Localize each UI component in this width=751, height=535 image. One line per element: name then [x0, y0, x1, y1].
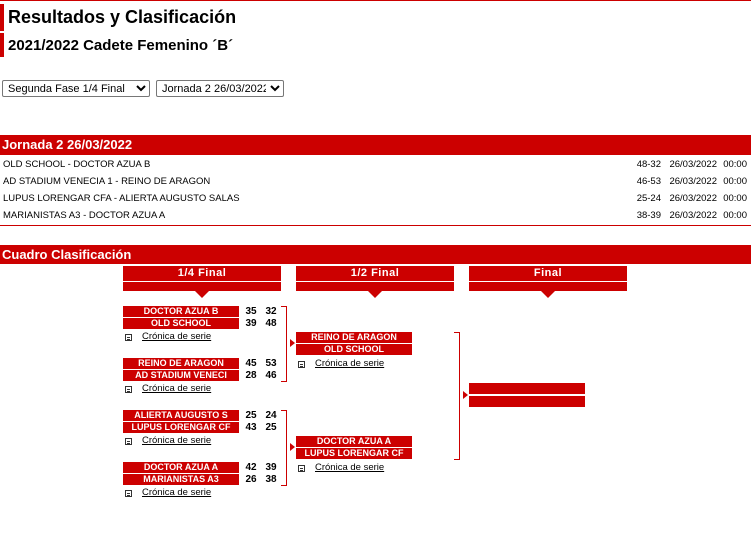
sf1-team1: REINO DE ARAGON — [296, 332, 412, 343]
round-arrow-icon — [195, 291, 209, 298]
round-header-bar — [469, 281, 627, 291]
bracket-arrow-icon — [290, 339, 295, 347]
qf4-team2: MARIANISTAS A3 — [123, 474, 239, 485]
match-row: OLD SCHOOL - DOCTOR AZUA B 48-32 26/03/2… — [0, 156, 751, 173]
qf2-team1-score-leg1: 45 — [245, 358, 257, 369]
match-time: 00:00 — [723, 159, 747, 170]
bracket-connector — [281, 410, 287, 411]
bracket-connector — [281, 381, 287, 382]
chronicle-link[interactable]: Crónica de serie — [315, 358, 385, 369]
qf1-team2-score-leg2: 48 — [265, 318, 277, 329]
qf1-team1: DOCTOR AZUA B — [123, 306, 239, 317]
sf2-team2: LUPUS LORENGAR CF — [296, 448, 412, 459]
bracket-heading: Cuadro Clasificación — [0, 245, 751, 264]
round-arrow-icon — [368, 291, 382, 298]
match-teams: LUPUS LORENGAR CFA - ALIERTA AUGUSTO SAL… — [3, 193, 240, 204]
chronicle-link[interactable]: Crónica de serie — [315, 462, 385, 473]
chronicle-icon[interactable] — [298, 465, 305, 472]
round-header-final: Final — [469, 266, 627, 281]
subtitle-accent-bar — [0, 33, 4, 57]
chronicle-icon[interactable] — [125, 386, 132, 393]
qf3-team2: LUPUS LORENGAR CF — [123, 422, 239, 433]
match-result: 25-24 — [636, 193, 661, 204]
qf2-team2-score-leg2: 46 — [265, 370, 277, 381]
final-team2 — [469, 396, 585, 407]
chronicle-icon[interactable] — [125, 490, 132, 497]
bracket-connector — [286, 410, 287, 486]
qf4-team1: DOCTOR AZUA A — [123, 462, 239, 473]
match-time: 00:00 — [723, 193, 747, 204]
match-teams: AD STADIUM VENECIA 1 - REINO DE ARAGON — [3, 176, 211, 187]
qf3-team2-score-leg2: 25 — [265, 422, 277, 433]
qf2-team2: AD STADIUM VENECI — [123, 370, 239, 381]
match-result: 38-39 — [636, 210, 661, 221]
match-row: LUPUS LORENGAR CFA - ALIERTA AUGUSTO SAL… — [0, 190, 751, 207]
bracket-connector — [454, 459, 460, 460]
round-header-bar — [296, 281, 454, 291]
qf4-team2-score-leg1: 26 — [245, 474, 257, 485]
jornada-bottom-divider — [0, 225, 751, 226]
match-row: AD STADIUM VENECIA 1 - REINO DE ARAGON 4… — [0, 173, 751, 190]
match-teams: MARIANISTAS A3 - DOCTOR AZUA A — [3, 210, 166, 221]
round-header-bar — [123, 281, 281, 291]
chronicle-link[interactable]: Crónica de serie — [142, 383, 212, 394]
jornada-heading: Jornada 2 26/03/2022 — [0, 135, 751, 155]
sf2-team1: DOCTOR AZUA A — [296, 436, 412, 447]
top-border — [0, 0, 751, 1]
match-row: MARIANISTAS A3 - DOCTOR AZUA A 38-39 26/… — [0, 207, 751, 224]
qf4-team1-score-leg1: 42 — [245, 462, 257, 473]
match-date: 26/03/2022 — [669, 176, 717, 187]
qf2-team1: REINO DE ARAGON — [123, 358, 239, 369]
bracket-connector — [281, 485, 287, 486]
bracket-connector — [286, 306, 287, 382]
qf2-team2-score-leg1: 28 — [245, 370, 257, 381]
chronicle-icon[interactable] — [298, 361, 305, 368]
chronicle-link[interactable]: Crónica de serie — [142, 435, 212, 446]
qf4-team1-score-leg2: 39 — [265, 462, 277, 473]
qf3-team1: ALIERTA AUGUSTO S — [123, 410, 239, 421]
match-time: 00:00 — [723, 210, 747, 221]
competition-subtitle: 2021/2022 Cadete Femenino ´B´ — [8, 37, 234, 54]
bracket-connector — [459, 332, 460, 460]
chronicle-link[interactable]: Crónica de serie — [142, 487, 212, 498]
qf3-team1-score-leg2: 24 — [265, 410, 277, 421]
title-accent-bar — [0, 4, 4, 31]
bracket-arrow-icon — [290, 443, 295, 451]
chronicle-icon[interactable] — [125, 334, 132, 341]
match-teams: OLD SCHOOL - DOCTOR AZUA B — [3, 159, 151, 170]
page-title: Resultados y Clasificación — [8, 7, 237, 27]
qf1-team2: OLD SCHOOL — [123, 318, 239, 329]
bracket-connector — [454, 332, 460, 333]
match-result: 46-53 — [636, 176, 661, 187]
phase-select[interactable]: Segunda Fase 1/4 Final — [2, 80, 150, 97]
round-select[interactable]: Jornada 2 26/03/2022 — [156, 80, 284, 97]
bracket-arrow-icon — [463, 391, 468, 399]
round-header-quarterfinal: 1/4 Final — [123, 266, 281, 281]
match-time: 00:00 — [723, 176, 747, 187]
match-date: 26/03/2022 — [669, 159, 717, 170]
qf3-team1-score-leg1: 25 — [245, 410, 257, 421]
bracket-connector — [281, 306, 287, 307]
sf1-team2: OLD SCHOOL — [296, 344, 412, 355]
round-header-semifinal: 1/2 Final — [296, 266, 454, 281]
match-date: 26/03/2022 — [669, 210, 717, 221]
match-date: 26/03/2022 — [669, 193, 717, 204]
round-arrow-icon — [541, 291, 555, 298]
qf4-team2-score-leg2: 38 — [265, 474, 277, 485]
qf1-team1-score-leg1: 35 — [245, 306, 257, 317]
chronicle-icon[interactable] — [125, 438, 132, 445]
qf1-team2-score-leg1: 39 — [245, 318, 257, 329]
chronicle-link[interactable]: Crónica de serie — [142, 331, 212, 342]
match-result: 48-32 — [636, 159, 661, 170]
qf2-team1-score-leg2: 53 — [265, 358, 277, 369]
qf3-team2-score-leg1: 43 — [245, 422, 257, 433]
qf1-team1-score-leg2: 32 — [265, 306, 277, 317]
final-team1 — [469, 383, 585, 394]
